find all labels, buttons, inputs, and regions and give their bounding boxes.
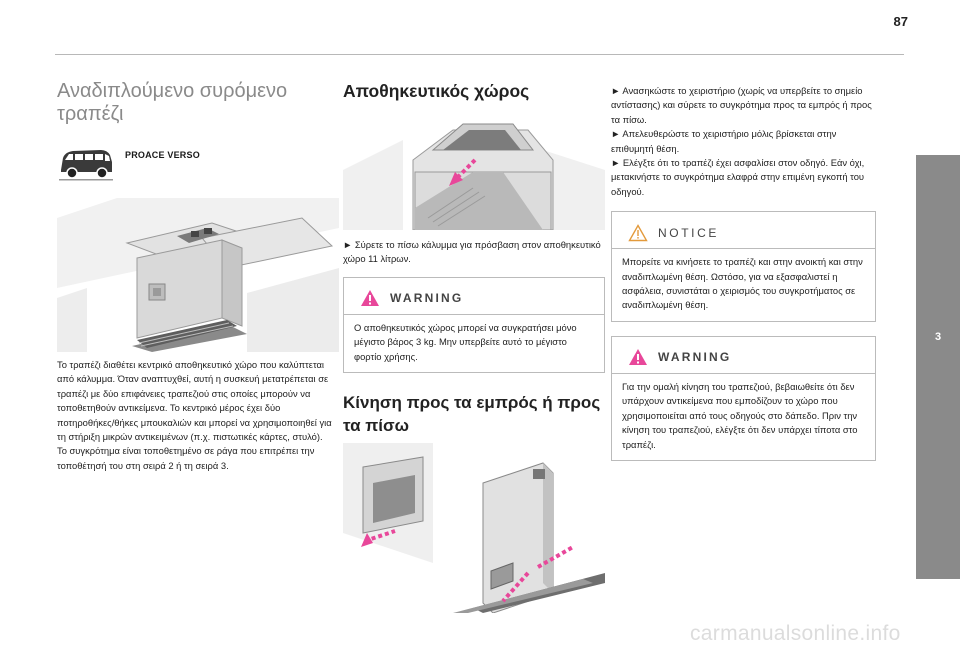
movement-warning-box: WARNING Για την ομαλή κίνηση του τραπεζι… — [611, 335, 876, 461]
warning-divider-2 — [612, 372, 875, 374]
warning-triangle-icon — [629, 349, 647, 366]
warning-triangle-icon — [361, 290, 379, 307]
model-label: PROACE VERSO — [125, 150, 200, 160]
warning-header-2: WARNING — [612, 337, 875, 369]
folding-table-illustration — [57, 198, 339, 352]
column-3: ► Ανασηκώστε το χειριστήριο (χωρίς να υπ… — [611, 84, 876, 461]
movement-step-3: ► Ελέγξτε ότι το τραπέζι έχει ασφαλίσει … — [611, 157, 865, 197]
notice-header: NOTICE — [612, 212, 875, 244]
watermark: carmanualsonline.info — [690, 622, 901, 645]
model-row: PROACE VERSO — [57, 146, 339, 186]
header-rule — [55, 54, 904, 55]
table-rail-description: Το συγκρότημα είναι τοποθετημένο σε ράγα… — [57, 445, 315, 471]
column-2: Αποθηκευτικός χώρος ► Σύρετε το πίσω κάλ… — [343, 80, 605, 614]
notice-box: NOTICE Μπορείτε να κινήσετε το τραπέζι κ… — [611, 211, 876, 322]
warning-label-2: WARNING — [658, 350, 732, 365]
chapter-number: 3 — [934, 331, 942, 343]
table-movement-illustration — [343, 443, 605, 614]
notice-text: Μπορείτε να κινήσετε το τραπέζι και στην… — [622, 256, 863, 311]
notice-triangle-icon — [628, 223, 648, 241]
column-1: Αναδιπλούμενο συρόμενο τραπέζι PROACE VE… — [57, 80, 339, 473]
storage-step: ► Σύρετε το πίσω κάλυμμα για πρόσβαση στ… — [343, 239, 601, 265]
movement-step-2: ► Απελευθερώστε το χειριστήριο μόλις βρί… — [611, 128, 837, 154]
notice-divider — [612, 248, 875, 250]
chapter-tab: 3 Ευκολία χρήσης και άνεση — [844, 155, 960, 579]
warning-label: WARNING — [390, 291, 464, 306]
section-heading-storage: Αποθηκευτικός χώρος — [343, 81, 530, 101]
van-icon — [59, 150, 113, 181]
warning-text-2: Για την ομαλή κίνηση του τραπεζιού, βεβα… — [622, 380, 858, 450]
page-number: 87 — [893, 14, 908, 29]
warning-text: Ο αποθηκευτικός χώρος μπορεί να συγκρατή… — [354, 321, 577, 362]
section-heading-movement: Κίνηση προς τα εμπρός ή προς τα πίσω — [343, 393, 601, 436]
warning-header: WARNING — [344, 278, 604, 310]
table-description: Το τραπέζι διαθέτει κεντρικό αποθηκευτικ… — [57, 359, 332, 443]
notice-label: NOTICE — [658, 225, 719, 240]
warning-divider — [344, 313, 604, 315]
storage-cover-illustration — [343, 123, 605, 230]
storage-warning-box: WARNING Ο αποθηκευτικός χώρος μπορεί να … — [343, 276, 605, 374]
movement-step-1: ► Ανασηκώστε το χειριστήριο (χωρίς να υπ… — [611, 85, 872, 125]
section-heading-table: Αναδιπλούμενο συρόμενο τραπέζι — [57, 80, 288, 125]
